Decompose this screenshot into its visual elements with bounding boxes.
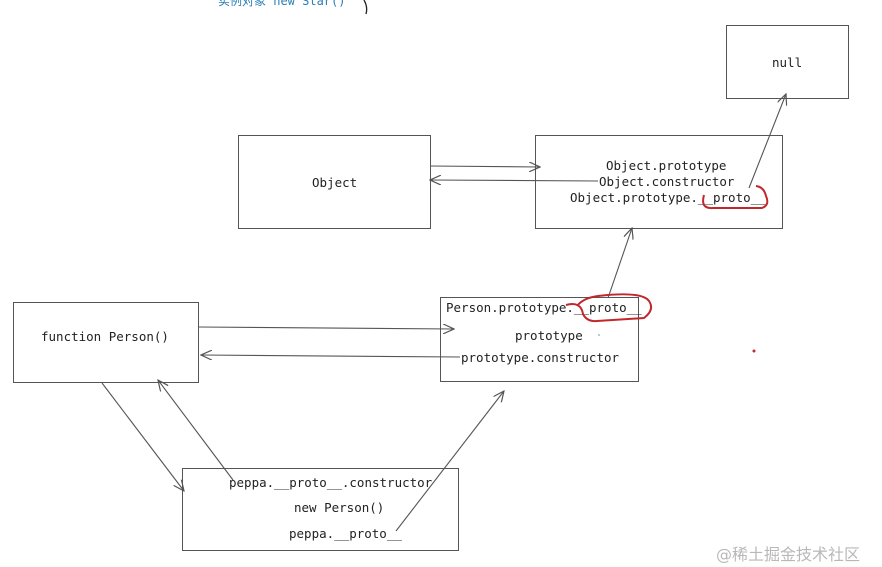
function-person-label: function Person()	[41, 329, 169, 344]
null-label: null	[772, 55, 803, 70]
peppa-line1: peppa.__proto__.constructor	[229, 475, 433, 490]
arrow-object-to-object-prototype	[429, 166, 540, 167]
peppa-line3: peppa.__proto__	[289, 526, 402, 541]
arrow-object-proto-to-null	[748, 94, 786, 189]
red-circle-person-proto	[565, 293, 653, 323]
object-prototype-box	[535, 135, 783, 229]
watermark: @稀土掘金技术社区	[716, 545, 861, 564]
arrow-object-constructor-to-object	[430, 180, 599, 181]
object-prototype-line1: Object.prototype	[606, 158, 727, 173]
object-prototype-line3: Object.prototype.__proto__	[570, 190, 766, 205]
red-circle-object-proto	[702, 185, 769, 210]
top-fragment-text: 实例对象 new Star()	[218, 0, 346, 8]
stray-dot	[598, 334, 600, 336]
null-box	[726, 25, 849, 99]
object-box	[238, 135, 431, 229]
peppa-line2: new Person()	[294, 500, 385, 515]
red-dot	[752, 349, 756, 353]
person-prototype-line3: prototype.constructor	[461, 350, 620, 365]
object-label: Object	[312, 175, 358, 190]
arrow-person-to-peppa	[101, 382, 184, 491]
person-prototype-box	[440, 297, 639, 382]
arrow-peppa-constructor-to-person	[158, 380, 234, 481]
function-person-box	[13, 302, 199, 383]
arrow-person-to-prototype	[198, 327, 454, 329]
person-prototype-line1: Person.prototype.__proto__	[446, 300, 642, 315]
arrow-constructor-to-person	[201, 355, 461, 357]
person-prototype-line2: prototype	[515, 328, 583, 343]
top-fragment-bracket	[363, 0, 368, 15]
arrow-peppa-proto-to-person-prototype	[395, 391, 504, 532]
arrow-person-proto-to-object-prototype	[607, 228, 632, 299]
object-prototype-line2: Object.constructor	[599, 174, 735, 189]
